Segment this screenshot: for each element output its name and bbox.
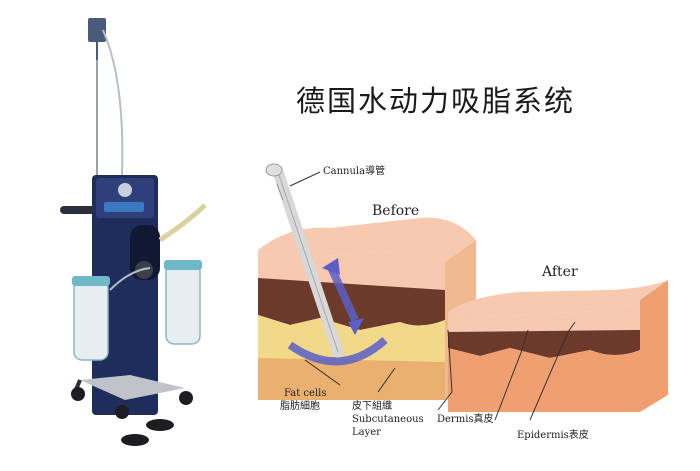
fat-cells-label-zh: 脂肪細胞 — [280, 401, 320, 412]
dermis-label: Dermis真皮 — [437, 414, 494, 425]
cannula-label: Cannula導管 — [323, 166, 386, 177]
fat-cells-label-en: Fat cells — [284, 388, 327, 399]
before-label: Before — [372, 203, 420, 219]
subcutaneous-label-en-1: Subcutaneous — [352, 414, 424, 425]
subcutaneous-label-en-2: Layer — [352, 427, 381, 438]
subcutaneous-label-zh: 皮下組織 — [352, 401, 392, 412]
diagram-title: 德国水动力吸脂系统 — [296, 84, 576, 118]
epidermis-label: Epidermis表皮 — [517, 430, 589, 441]
after-label: After — [542, 264, 578, 280]
